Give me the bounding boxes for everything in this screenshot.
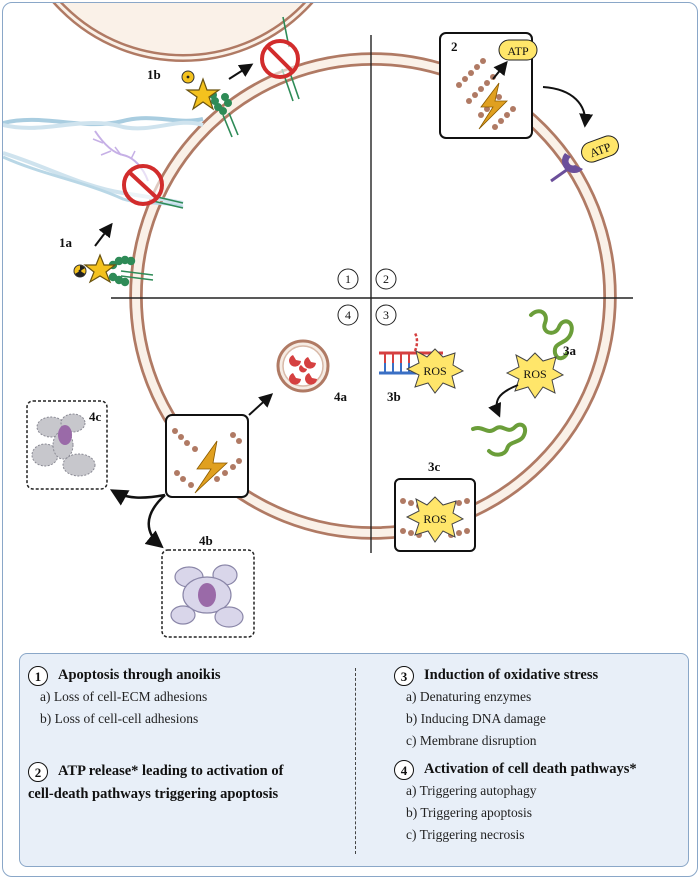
section-number-3: 3 xyxy=(375,304,397,326)
legend-item-3b: b) Inducing DNA damage xyxy=(406,711,546,726)
legend-section-2: 2 ATP release* leading to activation of c… xyxy=(28,762,348,804)
necrotic-cell-box xyxy=(26,400,108,490)
label-4a: 4a xyxy=(334,389,348,404)
legend-panel: 1 Apoptosis through anoikis a) Loss of ce… xyxy=(19,653,689,867)
section-number-badge: 4 xyxy=(394,760,414,780)
svg-text:ATP: ATP xyxy=(588,140,613,161)
legend-right-column: 3 Induction of oxidative stress a) Denatu… xyxy=(394,666,684,854)
integrin-receptor-1b xyxy=(209,91,239,138)
svg-text:4: 4 xyxy=(345,308,351,322)
section-number-badge: 3 xyxy=(394,666,414,686)
label-3b: 3b xyxy=(387,389,401,404)
label-3c: 3c xyxy=(428,459,441,474)
label-4c: 4c xyxy=(89,409,102,424)
label-4b: 4b xyxy=(199,533,213,548)
section-number-2: 2 xyxy=(375,268,397,290)
svg-text:ROS: ROS xyxy=(423,364,446,378)
section-number-badge: 2 xyxy=(28,762,48,782)
quadrant-axes xyxy=(111,35,633,553)
legend-section-4: 4 Activation of cell death pathways* a) T… xyxy=(394,760,684,846)
label-1a: 1a xyxy=(59,235,73,250)
svg-text:1: 1 xyxy=(345,272,351,286)
atp-release-box: 2 ATP xyxy=(439,32,538,139)
membrane-disruption-box: ROS xyxy=(394,478,476,552)
label-3a: 3a xyxy=(563,343,577,358)
legend-title-1: Apoptosis through anoikis xyxy=(58,667,221,683)
legend-title-4: Activation of cell death pathways* xyxy=(424,761,637,777)
legend-item-4b: b) Triggering apoptosis xyxy=(406,805,533,820)
atp-receptor-icon: ATP xyxy=(550,135,619,183)
legend-item-1b: b) Loss of cell-cell adhesions xyxy=(40,711,199,726)
legend-item-4c: c) Triggering necrosis xyxy=(406,827,525,842)
lightning-icon xyxy=(478,82,508,130)
legend-title-3: Induction of oxidative stress xyxy=(424,667,599,683)
radiation-icon xyxy=(73,264,87,278)
ros-burst-3b: ROS xyxy=(405,348,465,394)
cell-death-diagram: 1 2 4 3 1a xyxy=(3,3,633,638)
legend-section-1: 1 Apoptosis through anoikis a) Loss of ce… xyxy=(28,666,348,730)
legend-divider xyxy=(355,668,356,854)
prohibition-icon xyxy=(122,164,184,209)
autophagosome-icon xyxy=(276,339,330,393)
radiation-icon xyxy=(181,70,195,84)
legend-left-column: 1 Apoptosis through anoikis a) Loss of ce… xyxy=(28,666,348,824)
svg-text:2: 2 xyxy=(383,272,389,286)
legend-title-2-line1: ATP release* leading to activation of xyxy=(58,763,284,779)
ros-burst-3a: ROS xyxy=(505,352,565,399)
svg-text:ROS: ROS xyxy=(523,367,546,381)
section-number-4: 4 xyxy=(337,304,359,326)
protein-fiber-icon xyxy=(471,309,574,457)
apoptotic-cell-box xyxy=(161,549,255,638)
cell-death-trigger-box xyxy=(165,414,249,498)
section-number-badge: 1 xyxy=(28,666,48,686)
legend-title-2-line2: cell-death pathways triggering apoptosis xyxy=(28,786,279,802)
star-icon xyxy=(83,253,117,284)
integrin-receptor-1a xyxy=(108,255,154,287)
legend-item-1a: a) Loss of cell-ECM adhesions xyxy=(40,689,208,704)
legend-item-4a: a) Triggering autophagy xyxy=(406,783,537,798)
svg-text:ATP: ATP xyxy=(507,44,529,58)
prohibition-icon xyxy=(260,16,300,102)
neighbor-cell xyxy=(52,3,314,62)
star-icon xyxy=(185,77,221,111)
legend-section-3: 3 Induction of oxidative stress a) Denatu… xyxy=(394,666,684,752)
svg-text:ROS: ROS xyxy=(423,512,446,526)
legend-item-3a: a) Denaturing enzymes xyxy=(406,689,532,704)
lightning-icon xyxy=(194,440,229,494)
legend-item-3c: c) Membrane disruption xyxy=(406,733,537,748)
section-number-1: 1 xyxy=(337,268,359,290)
label-1b: 1b xyxy=(147,67,161,82)
label-2: 2 xyxy=(451,39,458,54)
svg-text:3: 3 xyxy=(383,308,389,322)
